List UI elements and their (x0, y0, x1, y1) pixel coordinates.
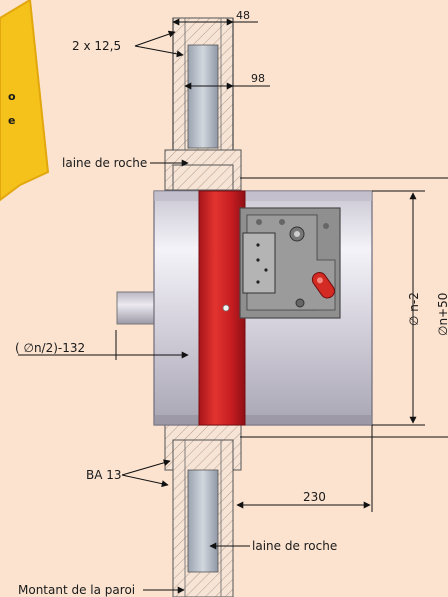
dim-2x125-label: 2 x 12,5 (72, 39, 121, 53)
dim-98-label: 98 (251, 72, 265, 85)
drive-shaft (116, 291, 156, 325)
dimension-lines (18, 18, 448, 594)
mechanism-plate (239, 207, 341, 319)
yellow-badge: o e (0, 0, 50, 202)
svg-text:o: o (8, 90, 16, 103)
ba13-label: BA 13 (86, 468, 122, 482)
wall-bottom (164, 424, 242, 597)
red-collar (198, 190, 246, 426)
dim-230-label: 230 (303, 490, 326, 504)
svg-text:e: e (8, 114, 15, 127)
phi-n-plus-50-label: ∅n+50 (436, 293, 448, 336)
laine-top-label: laine de roche (62, 156, 147, 170)
phi-n-minus-2-label: ∅ n-2 (407, 292, 421, 326)
wall-top (164, 17, 242, 191)
laine-bottom-label: laine de roche (252, 539, 337, 553)
dim-48-label: 48 (236, 9, 250, 22)
phi-n2-132-label: ( ∅n/2)-132 (15, 341, 85, 355)
montant-label: Montant de la paroi (18, 583, 135, 597)
